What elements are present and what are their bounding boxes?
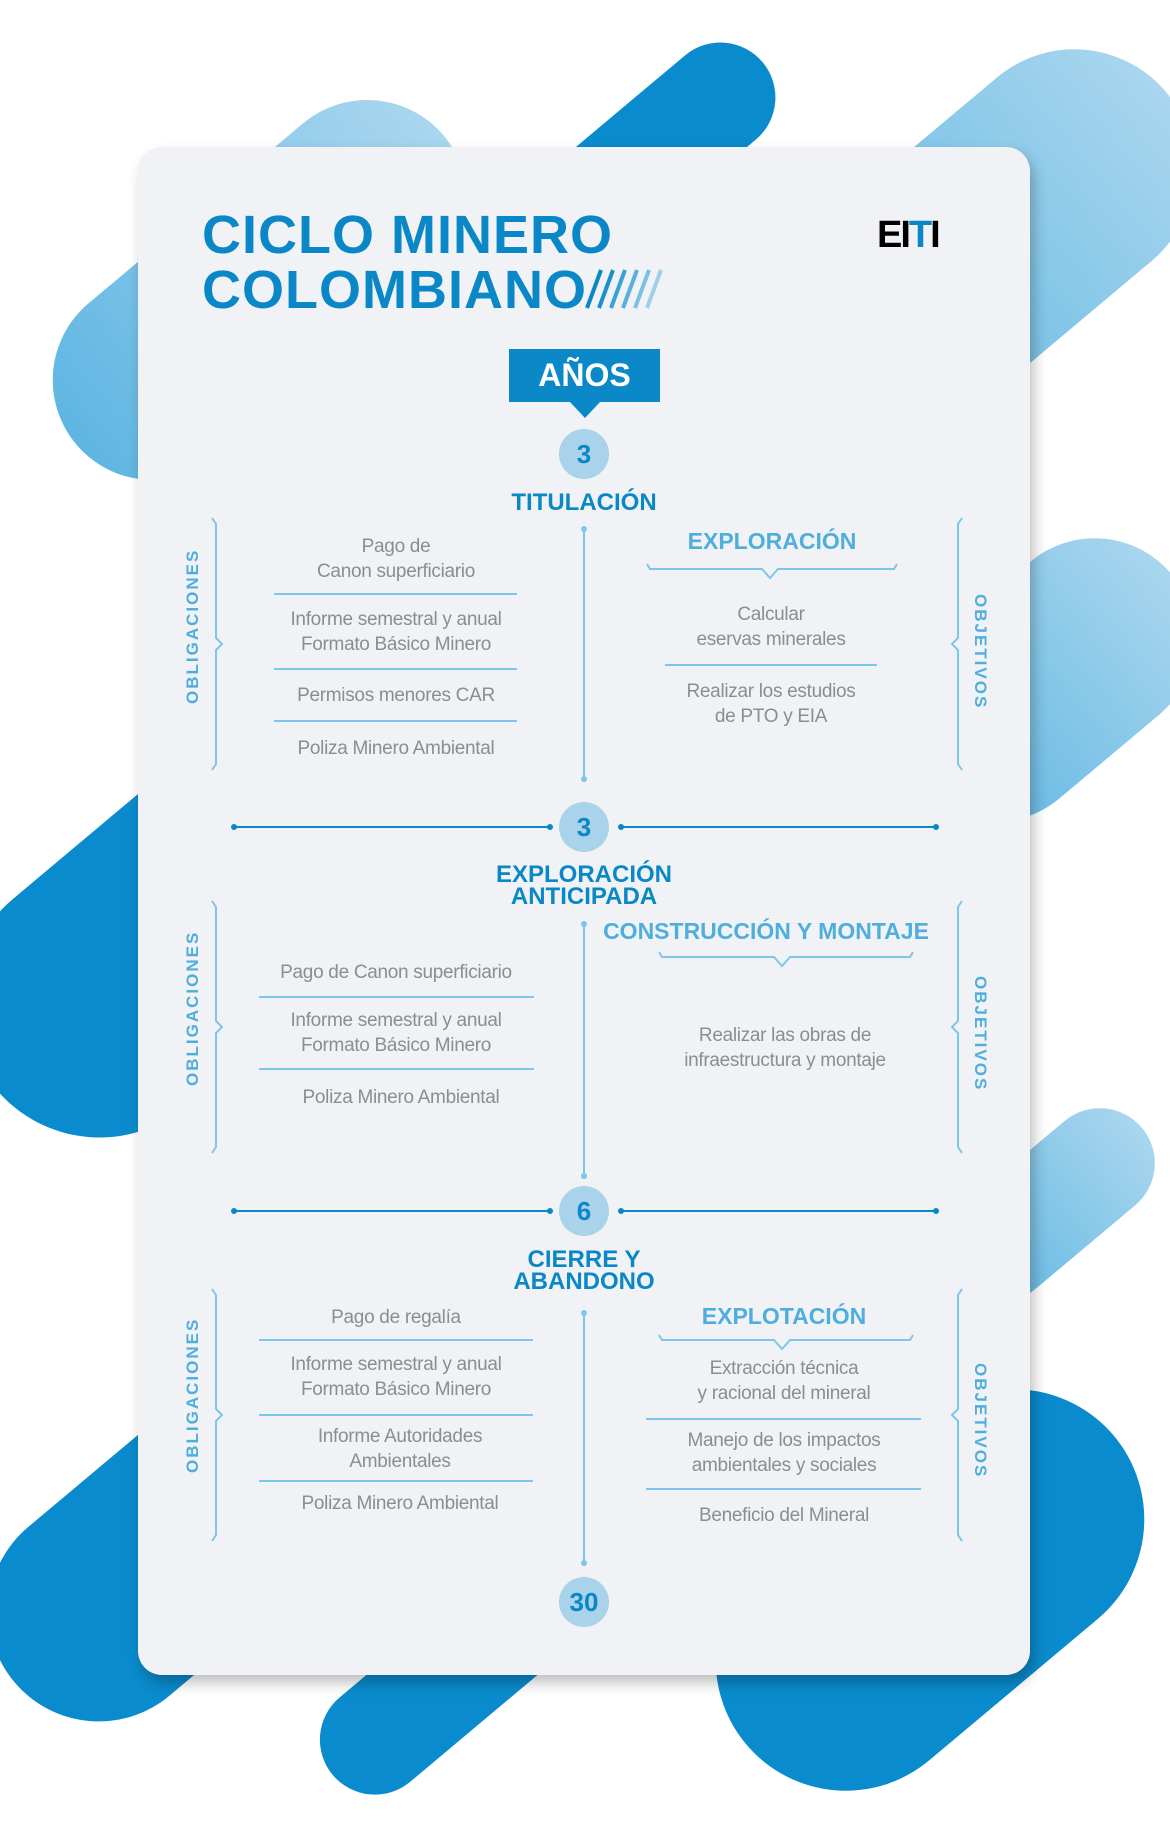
objectives-label: OBJETIVOS (971, 594, 990, 710)
obligation-item: Poliza Minero Ambiental (302, 1087, 500, 1108)
objective-title: CONSTRUCCIÓN Y MONTAJE (603, 918, 929, 944)
obligations-label: OBLIGACIONES (183, 1317, 202, 1473)
obligation-item: Pago de regalía (331, 1307, 461, 1328)
title-line-1: CICLO MINERO (202, 205, 613, 265)
years-label: AÑOS (509, 349, 660, 418)
obligation-item: Pago de Canon superficiario (280, 962, 512, 983)
milestone-years: 30 (559, 1577, 609, 1627)
obligation-item: Poliza Minero Ambiental (301, 1493, 499, 1514)
objectives-label: OBJETIVOS (971, 976, 990, 1092)
milestone-years: 6 (559, 1186, 609, 1236)
objectives-label: OBJETIVOS (971, 1363, 990, 1479)
obligation-item: Poliza Minero Ambiental (297, 738, 495, 759)
milestone-years: 3 (559, 429, 609, 479)
hatch-decoration (585, 269, 663, 309)
obligation-item: Permisos menores CAR (297, 685, 495, 706)
eiti-logo: EITI (877, 214, 941, 256)
objective-title: EXPLOTACIÓN (701, 1303, 867, 1329)
milestone-years: 3 (559, 802, 609, 852)
objective-title: EXPLORACIÓN (687, 528, 857, 554)
obligations-label: OBLIGACIONES (183, 548, 202, 704)
title-line-2: COLOMBIANO (202, 260, 587, 320)
stage-title: TITULACIÓN (511, 489, 657, 516)
obligations-label: OBLIGACIONES (183, 930, 202, 1086)
objective-item: Beneficio del Mineral (698, 1505, 870, 1526)
